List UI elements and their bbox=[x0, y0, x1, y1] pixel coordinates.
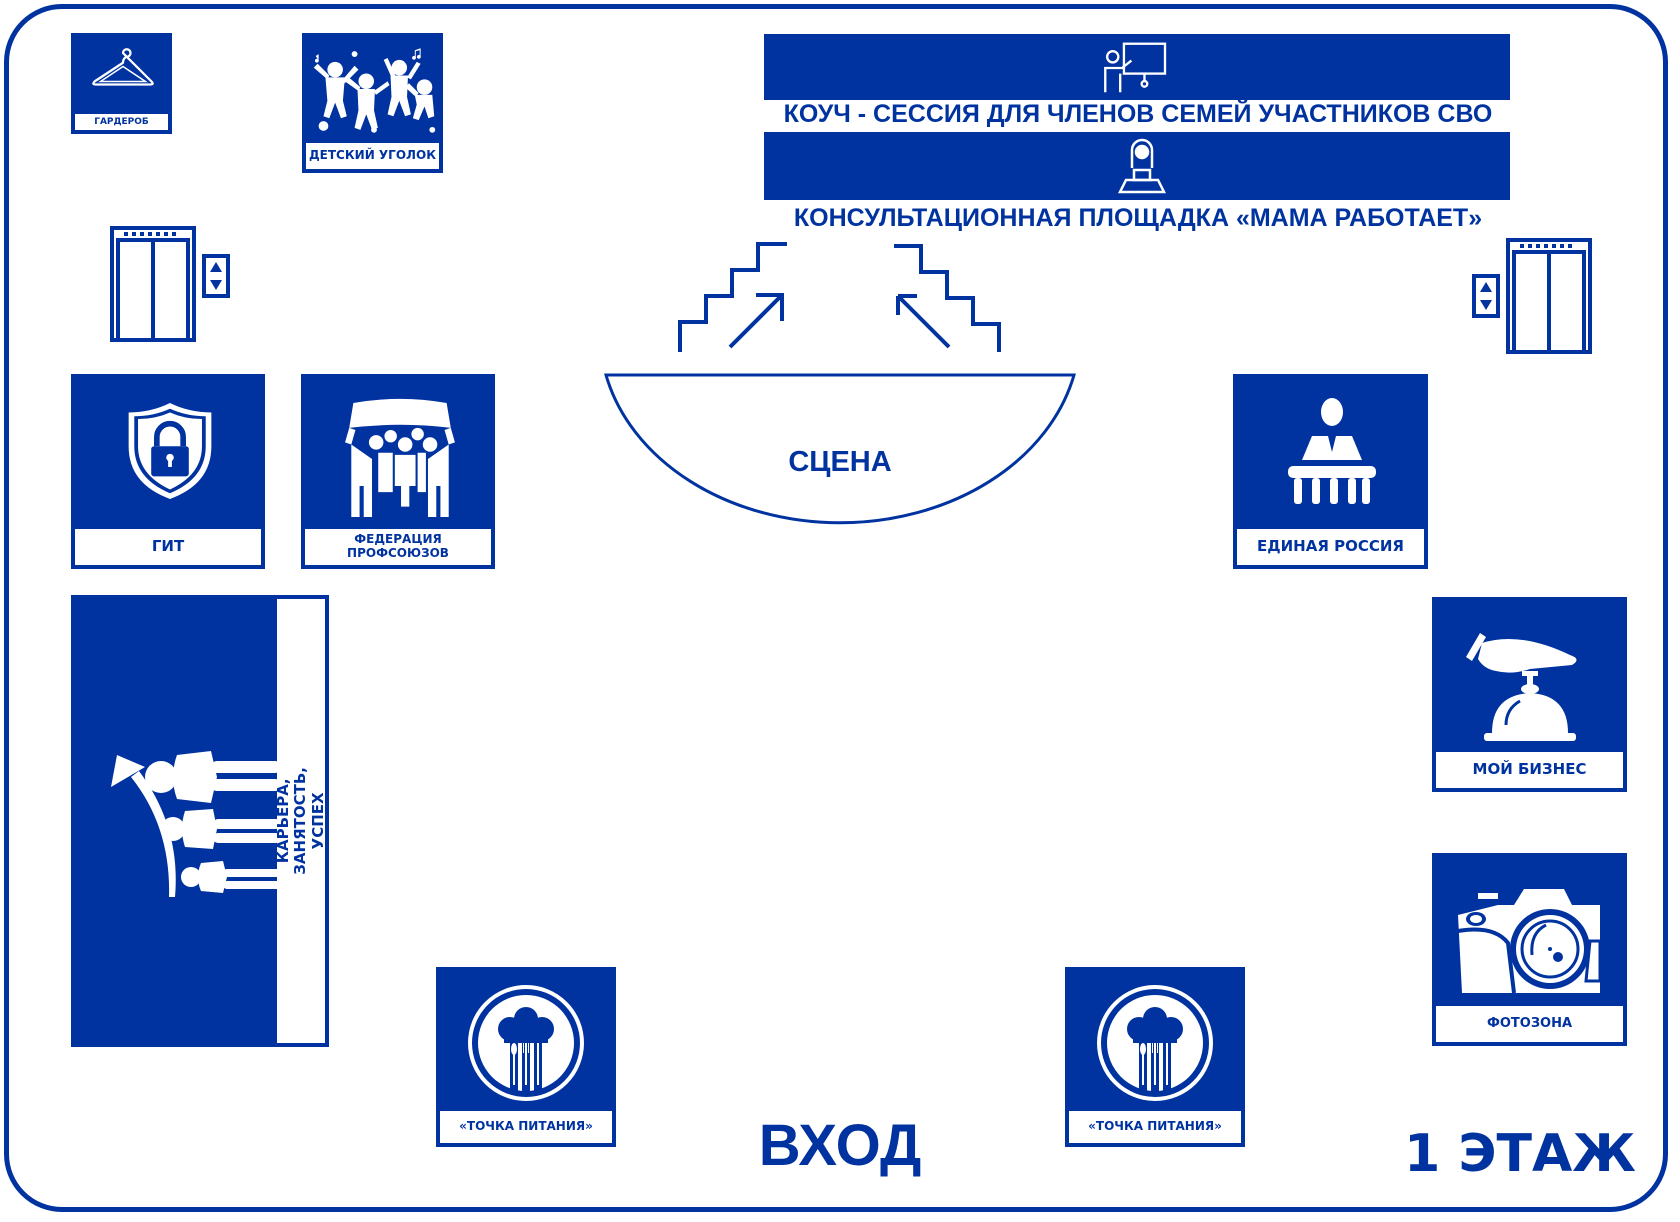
zone-kids-corner[interactable]: ДЕТСКИЙ УГОЛОК bbox=[302, 33, 443, 173]
zone-kids-corner-label: ДЕТСКИЙ УГОЛОК bbox=[306, 143, 439, 169]
zone-career[interactable]: КАРЬЕРА, ЗАНЯТОСТЬ, УСПЕХ bbox=[71, 595, 329, 1047]
zone-wardrobe[interactable]: ГАРДЕРОБ bbox=[71, 33, 172, 134]
consulting-title: КОНСУЛЬТАЦИОННАЯ ПЛОЩАДКА «МАМА РАБОТАЕТ… bbox=[793, 204, 1483, 232]
woman-laptop-icon bbox=[1117, 138, 1167, 194]
zone-united-russia[interactable]: ЕДИНАЯ РОССИЯ bbox=[1233, 374, 1428, 569]
zone-career-text: КАРЬЕРА, ЗАНЯТОСТЬ, УСПЕХ bbox=[274, 767, 327, 875]
coach-session-title: КОУЧ - СЕССИЯ ДЛЯ ЧЛЕНОВ СЕМЕЙ УЧАСТНИКО… bbox=[783, 100, 1493, 128]
stage-label: СЦЕНА bbox=[788, 446, 892, 478]
zone-git[interactable]: ГИТ bbox=[71, 374, 265, 569]
career-growth-icon bbox=[111, 751, 281, 897]
floor-label: 1 ЭТАЖ bbox=[1404, 1124, 1636, 1184]
chef-cutlery-icon bbox=[468, 985, 584, 1101]
zone-photo[interactable]: ФОТОЗОНА bbox=[1432, 853, 1627, 1046]
stage-area[interactable] bbox=[590, 230, 1090, 570]
zone-food-right-label: «ТОЧКА ПИТАНИЯ» bbox=[1069, 1111, 1241, 1143]
coach-session-banner[interactable] bbox=[764, 34, 1510, 100]
crowd-banner-icon bbox=[345, 398, 455, 518]
elevator-right-icon bbox=[1472, 238, 1592, 354]
zone-git-label: ГИТ bbox=[75, 529, 261, 565]
zone-food-left[interactable]: «ТОЧКА ПИТАНИЯ» bbox=[436, 967, 616, 1147]
zone-photo-label: ФОТОЗОНА bbox=[1436, 1006, 1623, 1042]
zone-career-label: КАРЬЕРА, ЗАНЯТОСТЬ, УСПЕХ bbox=[274, 599, 327, 1043]
zone-food-left-label: «ТОЧКА ПИТАНИЯ» bbox=[440, 1111, 612, 1143]
consulting-banner[interactable] bbox=[764, 132, 1510, 200]
reception-bell-icon bbox=[1466, 633, 1577, 741]
hanger-icon bbox=[92, 48, 154, 86]
floor-plan-frame bbox=[4, 4, 1668, 1212]
children-icon bbox=[313, 48, 436, 133]
zone-my-business-label: МОЙ БИЗНЕС bbox=[1436, 752, 1623, 788]
zone-trade-unions-label: ФЕДЕРАЦИЯ ПРОФСОЮЗОВ bbox=[305, 529, 491, 565]
stage-outline bbox=[604, 373, 1076, 525]
shield-lock-icon bbox=[128, 403, 212, 499]
elevator-left-icon bbox=[110, 226, 230, 342]
camera-icon bbox=[1457, 889, 1602, 994]
zone-united-russia-label: ЕДИНАЯ РОССИЯ bbox=[1237, 529, 1424, 565]
presenter-icon bbox=[1104, 42, 1167, 93]
speaker-podium-icon bbox=[1288, 398, 1376, 504]
stairs-left-icon bbox=[678, 242, 787, 352]
zone-trade-unions[interactable]: ФЕДЕРАЦИЯ ПРОФСОЮЗОВ bbox=[301, 374, 495, 569]
entrance-label: ВХОД bbox=[758, 1113, 922, 1178]
stairs-right-icon bbox=[894, 244, 1001, 352]
zone-wardrobe-label: ГАРДЕРОБ bbox=[75, 114, 168, 130]
zone-food-right[interactable]: «ТОЧКА ПИТАНИЯ» bbox=[1065, 967, 1245, 1147]
chef-cutlery-icon bbox=[1097, 985, 1213, 1101]
zone-my-business[interactable]: МОЙ БИЗНЕС bbox=[1432, 597, 1627, 792]
